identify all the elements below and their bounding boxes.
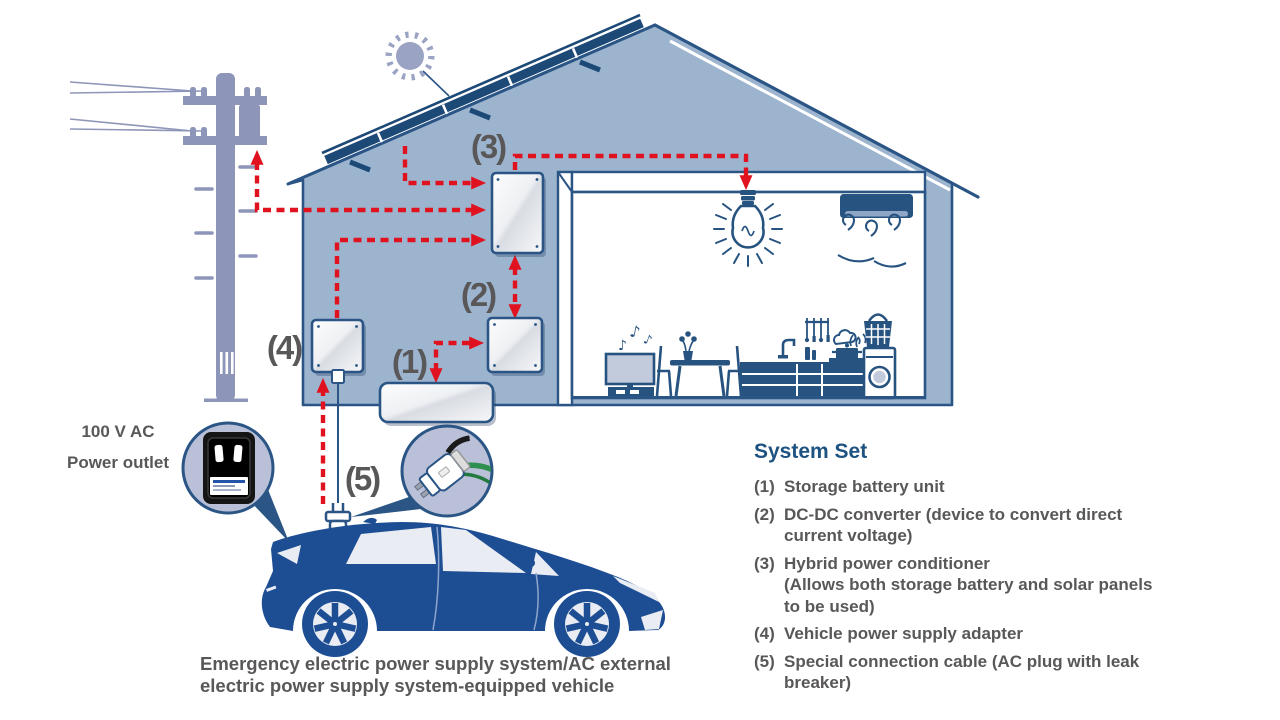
- solar-panel-icon: [321, 13, 644, 173]
- kitchen-icon: [740, 318, 867, 398]
- list-item: (2) DC-DC converter (device to convert d…: [754, 504, 1224, 547]
- item-number: (1): [754, 477, 775, 496]
- item-number: (2): [754, 504, 775, 524]
- washing-machine-icon: [862, 346, 897, 400]
- transformer: [239, 105, 260, 138]
- outlet-name-label: Power outlet: [66, 453, 169, 472]
- item-text: Storage battery unit: [784, 477, 945, 496]
- item-text: Hybrid power conditioner (Allows both st…: [784, 553, 1153, 616]
- music-note-icon: ♪: [628, 321, 642, 342]
- front-wheel: [554, 591, 620, 657]
- roof-fascia-highlight: [669, 39, 951, 192]
- sun-icon: [385, 31, 450, 97]
- front-bumper-accent: [641, 610, 663, 630]
- component-boxes: [310, 171, 546, 426]
- rear-window: [277, 545, 301, 564]
- arrow-adapter-to-conditioner: [334, 233, 487, 318]
- list-item: (3) Hybrid power conditioner (Allows bot…: [754, 553, 1224, 618]
- outlet-magnifier: [181, 421, 289, 542]
- door-seams: [432, 526, 539, 631]
- rear-wheel: [302, 591, 368, 657]
- lightbulb-icon: [713, 190, 783, 267]
- magnifier-pointer: [351, 497, 421, 517]
- label-vehicle-power-adapter: (4): [266, 329, 303, 366]
- item-text: Special connection cable (AC plug with l…: [784, 651, 1140, 693]
- air-conditioner-icon: [837, 194, 913, 268]
- antenna-fin: [363, 517, 377, 524]
- sun-pointer-line: [422, 70, 450, 97]
- item-number: (5): [754, 651, 775, 671]
- system-set-panel: System Set (1) Storage battery unit (2) …: [754, 440, 1224, 700]
- label-special-cable: (5): [344, 460, 381, 497]
- dining-set-icon: [655, 331, 743, 397]
- side-mirror: [521, 558, 535, 568]
- label-dc-dc-converter: (2): [460, 276, 497, 313]
- music-note-icon: ♪: [618, 338, 627, 354]
- shopping-basket-icon: [849, 313, 892, 348]
- item-text: Vehicle power supply adapter: [784, 624, 1024, 643]
- special-cable-icon: [414, 435, 491, 499]
- power-outlet-icon: [203, 432, 255, 504]
- utility-pole-icon: [69, 73, 267, 402]
- outlet-label: 100 V AC Power outlet: [44, 422, 192, 473]
- system-set-title: System Set: [754, 440, 868, 463]
- item-number: (3): [754, 553, 775, 573]
- quarter-window: [531, 552, 559, 576]
- item-text: DC-DC converter (device to convert direc…: [784, 504, 1123, 546]
- arrow-battery-converter: [429, 336, 485, 384]
- list-item: (4) Vehicle power supply adapter: [754, 623, 1224, 645]
- side-window: [346, 527, 436, 564]
- tail-light: [266, 585, 277, 592]
- storage-battery-box: [378, 381, 495, 424]
- front-window: [441, 527, 526, 573]
- car-illustration: [261, 517, 666, 657]
- list-item: (1) Storage battery unit: [754, 476, 1224, 498]
- roof-edge-right: [653, 23, 980, 199]
- cable-magnifier: [351, 424, 494, 518]
- hybrid-power-conditioner-box: [490, 171, 545, 255]
- headlight: [613, 576, 659, 602]
- dc-dc-converter-box: [486, 316, 544, 374]
- vehicle-power-adapter-box: [310, 318, 365, 374]
- list-item: (5) Special connection cable (AC plug wi…: [754, 651, 1224, 694]
- vehicle-caption: Emergency electric power supply system/A…: [200, 653, 671, 696]
- outlet-voltage-label: 100 V AC: [81, 422, 155, 441]
- adapter-connector: [331, 369, 345, 384]
- arrow-grid-conditioner: [250, 149, 487, 217]
- arrow-conditioner-to-home: [512, 153, 753, 191]
- label-storage-battery: (1): [391, 343, 428, 380]
- label-hybrid-power-conditioner: (3): [470, 128, 507, 165]
- item-number: (4): [754, 624, 775, 643]
